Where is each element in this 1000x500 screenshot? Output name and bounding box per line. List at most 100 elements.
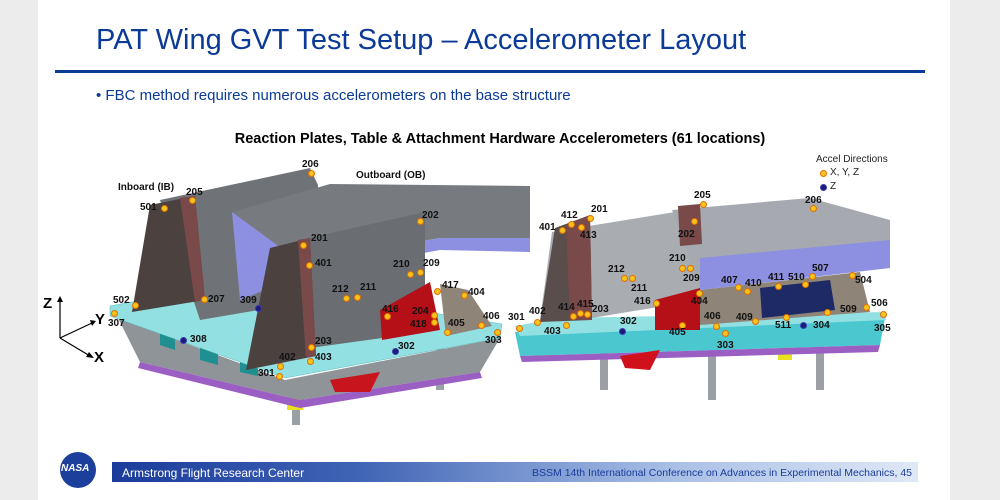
left-accel-label: 401 bbox=[315, 258, 332, 269]
left-accel-label: 201 bbox=[311, 233, 328, 244]
right-accel-label: 201 bbox=[591, 204, 608, 215]
left-accel-label: 303 bbox=[485, 335, 502, 346]
right-accel-marker-416 bbox=[652, 299, 660, 307]
legend-xyz-marker bbox=[819, 169, 827, 177]
left-accel-label: 406 bbox=[483, 311, 500, 322]
figure-heading: Reaction Plates, Table & Attachment Hard… bbox=[234, 131, 766, 147]
left-accel-label: 302 bbox=[398, 341, 415, 352]
right-accel-label: 404 bbox=[691, 296, 708, 307]
right-accel-marker-211 bbox=[628, 274, 636, 282]
right-accel-marker-403 bbox=[562, 321, 570, 329]
right-accel-label: 412 bbox=[561, 210, 578, 221]
left-accel-label: 307 bbox=[108, 318, 125, 329]
left-accel-marker-418 bbox=[430, 318, 438, 326]
left-accel-label: 203 bbox=[315, 336, 332, 347]
left-accel-label: 206 bbox=[302, 159, 319, 170]
left-accel-label: 202 bbox=[422, 210, 439, 221]
axis-y-label: Y bbox=[95, 311, 106, 328]
left-accel-marker-210 bbox=[406, 270, 414, 278]
left-accel-label: 308 bbox=[190, 334, 207, 345]
right-accel-label: 301 bbox=[508, 312, 525, 323]
left-accel-marker-403 bbox=[306, 357, 314, 365]
left-accel-marker-212 bbox=[342, 294, 350, 302]
right-accel-marker-205 bbox=[699, 200, 707, 208]
left-accel-marker-207 bbox=[200, 295, 208, 303]
right-accel-label: 209 bbox=[683, 273, 700, 284]
right-accel-label: 416 bbox=[634, 296, 651, 307]
left-accel-label: 404 bbox=[468, 287, 485, 298]
right-accel-label: 210 bbox=[669, 253, 686, 264]
left-accel-marker-501 bbox=[160, 204, 168, 212]
right-accel-marker-415 bbox=[576, 309, 584, 317]
legend-title: Accel Directions bbox=[816, 154, 888, 165]
right-accel-label: 202 bbox=[678, 229, 695, 240]
left-accel-label: 301 bbox=[258, 368, 275, 379]
right-accel-label: 410 bbox=[745, 278, 762, 289]
left-accel-label: 417 bbox=[442, 280, 459, 291]
right-accel-marker-506 bbox=[862, 303, 870, 311]
right-accel-label: 304 bbox=[813, 320, 830, 331]
left-accel-label: 212 bbox=[332, 284, 349, 295]
left-cad-model bbox=[109, 168, 530, 425]
right-accel-marker-210 bbox=[678, 264, 686, 272]
right-accel-marker-402 bbox=[533, 318, 541, 326]
left-accel-label: 502 bbox=[113, 295, 130, 306]
left-accel-label: 204 bbox=[412, 306, 429, 317]
left-accel-label: 309 bbox=[240, 295, 257, 306]
right-accel-marker-504 bbox=[848, 271, 856, 279]
left-accel-label: 205 bbox=[186, 187, 203, 198]
right-accel-label: 415 bbox=[577, 299, 594, 310]
right-accel-label: 411 bbox=[768, 272, 785, 283]
right-accel-marker-407 bbox=[734, 283, 742, 291]
left-accel-marker-404 bbox=[460, 291, 468, 299]
right-accel-marker-304 bbox=[799, 321, 807, 329]
axis-x-label: X bbox=[94, 349, 105, 366]
right-accel-marker-412 bbox=[567, 220, 575, 228]
right-accel-label: 510 bbox=[788, 272, 805, 283]
left-accel-marker-307 bbox=[110, 309, 118, 317]
left-accel-label: 403 bbox=[315, 352, 332, 363]
right-cad-model bbox=[515, 198, 890, 400]
right-accel-label: 305 bbox=[874, 323, 891, 334]
right-accel-marker-212 bbox=[620, 274, 628, 282]
left-accel-label: 207 bbox=[208, 294, 225, 305]
left-accel-marker-209 bbox=[416, 268, 424, 276]
right-accel-marker-302 bbox=[618, 327, 626, 335]
axis-triad bbox=[57, 296, 96, 358]
left-accel-marker-502 bbox=[131, 301, 139, 309]
left-accel-marker-302 bbox=[391, 347, 399, 355]
left-accel-label: 402 bbox=[279, 352, 296, 363]
right-accel-marker-411 bbox=[774, 282, 782, 290]
right-accel-label: 414 bbox=[558, 302, 575, 313]
left-accel-marker-417 bbox=[433, 287, 441, 295]
left-accel-marker-201 bbox=[299, 241, 307, 249]
left-accel-label: 501 bbox=[140, 202, 157, 213]
right-accel-label: 406 bbox=[704, 311, 721, 322]
left-accel-marker-405 bbox=[443, 328, 451, 336]
right-accel-label: 403 bbox=[544, 326, 561, 337]
right-accel-label: 407 bbox=[721, 275, 738, 286]
right-accel-marker-401 bbox=[558, 226, 566, 234]
right-accel-marker-510 bbox=[801, 280, 809, 288]
right-accel-marker-405 bbox=[678, 321, 686, 329]
footer-center-name: Armstrong Flight Research Center bbox=[122, 466, 305, 480]
left-accel-marker-202 bbox=[416, 217, 424, 225]
right-accel-marker-404 bbox=[695, 289, 703, 297]
right-accel-marker-305 bbox=[879, 310, 887, 318]
right-accel-marker-201 bbox=[586, 214, 594, 222]
left-accel-marker-416 bbox=[383, 312, 391, 320]
right-accel-marker-209 bbox=[686, 264, 694, 272]
legend-z-label: Z bbox=[830, 181, 837, 192]
title-divider bbox=[55, 70, 925, 73]
right-accel-label: 402 bbox=[529, 306, 546, 317]
right-accel-marker-414 bbox=[569, 312, 577, 320]
axis-z-label: Z bbox=[43, 295, 53, 312]
right-accel-marker-409 bbox=[751, 317, 759, 325]
left-accel-marker-205 bbox=[188, 196, 196, 204]
left-accel-marker-401 bbox=[305, 261, 313, 269]
left-accel-marker-301 bbox=[275, 372, 283, 380]
right-accel-label: 509 bbox=[840, 304, 857, 315]
right-accel-label: 211 bbox=[631, 283, 648, 294]
left-accel-marker-211 bbox=[353, 293, 361, 301]
